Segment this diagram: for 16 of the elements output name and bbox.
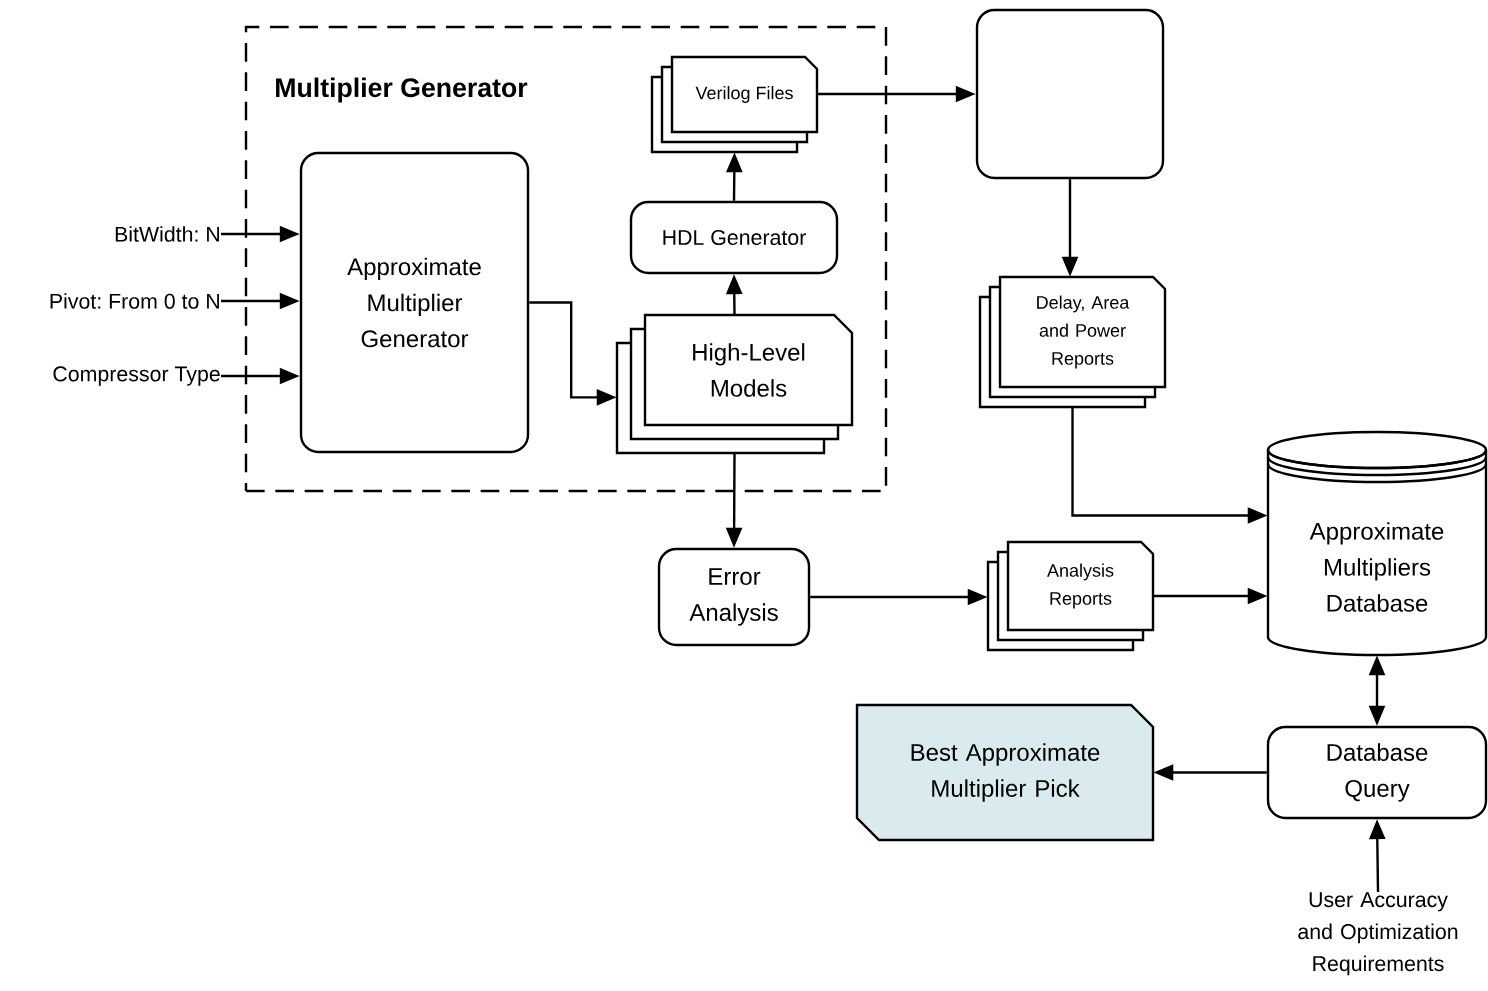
database-cylinder: Approximate Multipliers Database xyxy=(1266,430,1488,657)
process-box: Error Analysis xyxy=(657,547,811,647)
process-box: Approximate Multiplier Generator xyxy=(299,151,530,454)
result-box: Best Approximate Multiplier Pick xyxy=(855,703,1155,842)
group-heading: Multiplier Generator xyxy=(276,77,528,103)
document-stack: Analysis Reports xyxy=(986,540,1155,652)
document-stack: Delay, Area and Power Reports xyxy=(978,275,1167,409)
process-box: HDL Generator xyxy=(629,200,839,275)
input-label: User Accuracy and Optimization Requirements xyxy=(1298,892,1458,976)
document-stack: Verilog Files xyxy=(650,55,819,154)
input-label: BitWidth: N xyxy=(115,226,219,242)
process-box: Database Query xyxy=(1266,725,1488,820)
document-stack: High-Level Models xyxy=(615,313,854,455)
input-label: Compressor Type xyxy=(53,366,220,386)
input-label: Pivot: From 0 to N xyxy=(50,293,219,309)
process-box xyxy=(975,8,1165,180)
